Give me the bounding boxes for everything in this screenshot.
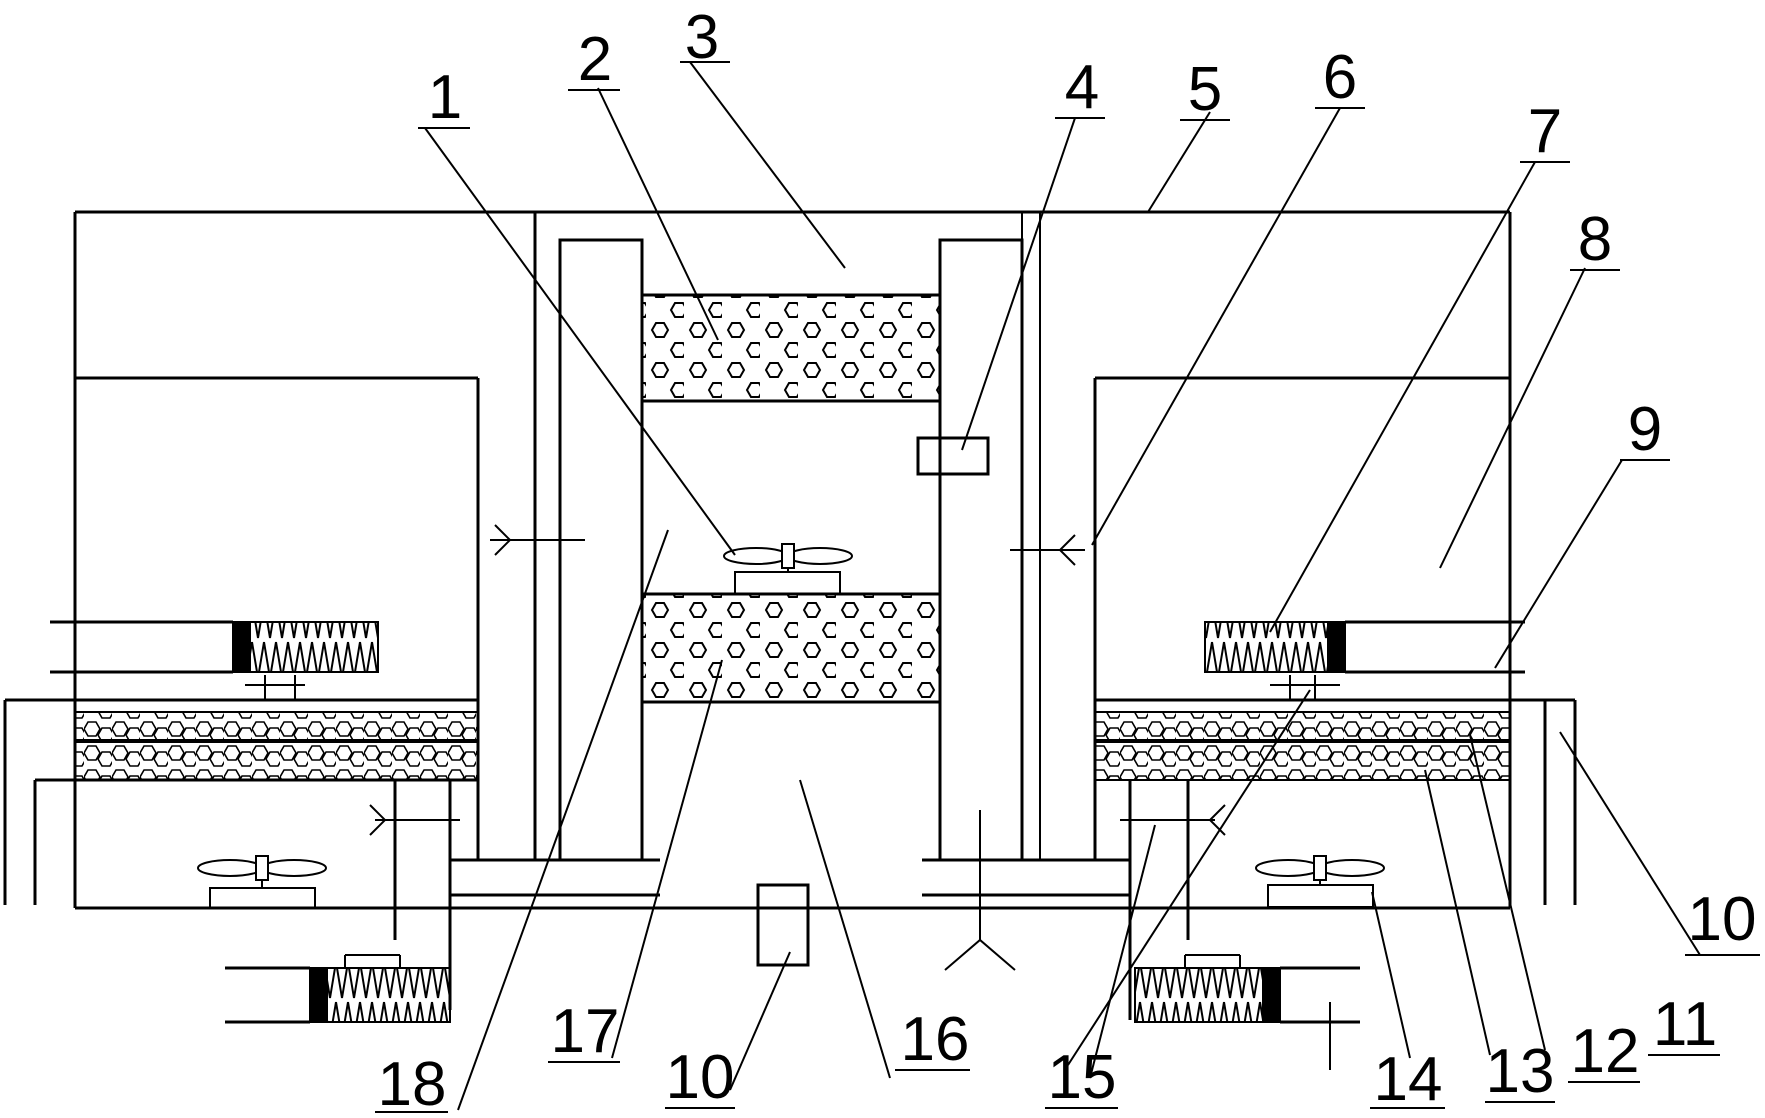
label-10-bottom: 10 bbox=[666, 1043, 735, 1112]
label-12: 12 bbox=[1571, 1017, 1640, 1086]
heater-coil-right bbox=[1204, 621, 1346, 673]
filter-layer-upper-right bbox=[1094, 711, 1511, 741]
label-11: 11 bbox=[1653, 990, 1717, 1059]
label-7: 7 bbox=[1528, 97, 1562, 166]
label-8: 8 bbox=[1578, 205, 1612, 274]
label-1: 1 bbox=[428, 63, 462, 132]
left-chamber bbox=[3, 212, 660, 1024]
label-10-right: 10 bbox=[1688, 885, 1757, 954]
right-chamber bbox=[922, 376, 1577, 1024]
leader-lines bbox=[424, 61, 1701, 1111]
filter-layer-lower-left bbox=[74, 741, 479, 781]
label-18: 18 bbox=[378, 1050, 447, 1118]
label-2: 2 bbox=[578, 25, 612, 94]
label-15: 15 bbox=[1048, 1043, 1117, 1112]
filter-top bbox=[640, 293, 942, 403]
label-4: 4 bbox=[1065, 53, 1099, 122]
center-tower bbox=[558, 212, 1041, 971]
fan-right bbox=[1255, 855, 1385, 908]
sensor-bottom bbox=[756, 883, 810, 967]
filter-middle bbox=[640, 592, 942, 704]
label-underlines bbox=[375, 61, 1760, 1113]
label-17: 17 bbox=[551, 997, 620, 1066]
fan-center bbox=[723, 543, 853, 595]
label-6: 6 bbox=[1323, 43, 1357, 112]
heater-coil-right-lower bbox=[1134, 967, 1281, 1023]
sensor-box bbox=[916, 436, 990, 476]
label-5: 5 bbox=[1188, 55, 1222, 124]
heater-coil-left-lower bbox=[309, 967, 451, 1023]
callout-labels: 1 2 3 4 5 6 7 8 9 10 11 12 13 14 15 16 1… bbox=[378, 3, 1757, 1118]
label-3: 3 bbox=[685, 3, 719, 72]
label-13: 13 bbox=[1486, 1037, 1555, 1106]
filter-layer-upper-left bbox=[74, 711, 479, 741]
label-14: 14 bbox=[1374, 1045, 1443, 1114]
label-16: 16 bbox=[901, 1005, 970, 1074]
filter-layer-lower-right bbox=[1094, 741, 1511, 781]
fan-left bbox=[197, 855, 327, 909]
label-9: 9 bbox=[1628, 395, 1662, 464]
heater-coil-left bbox=[232, 621, 379, 673]
